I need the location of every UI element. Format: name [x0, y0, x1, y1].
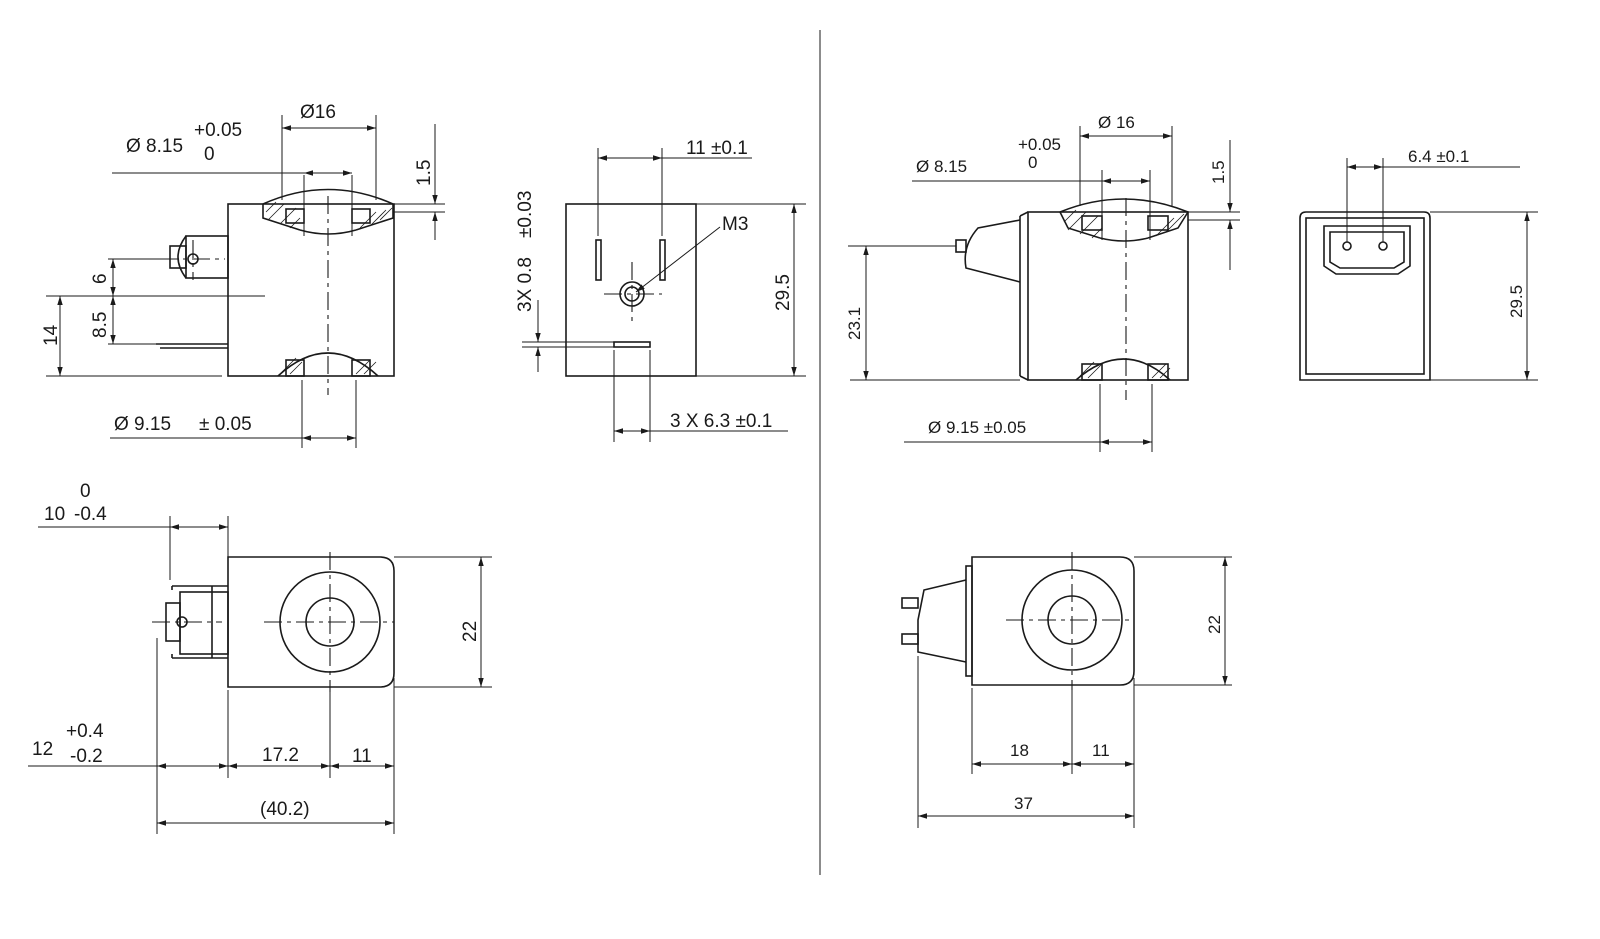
coil-body-top: [227, 556, 395, 688]
left-top-body-label: 17.2: [262, 745, 299, 766]
left-front-pin-thk-label: 3X 0.8: [515, 257, 536, 312]
left-front-pin-width-label: 3 X 6.3 ±0.1: [670, 411, 772, 432]
right-side-bore-tol-up: +0.05: [1018, 135, 1061, 154]
left-front-height-label: 29.5: [773, 274, 794, 311]
left-top-total-label: (40.2): [260, 799, 310, 820]
left-side-outer-tol: ± 0.05: [199, 414, 252, 435]
right-side-outer-label: Ø 9.15 ±0.05: [928, 418, 1026, 437]
left-top-width-label: 10: [44, 504, 65, 525]
right-top-body-label: 18: [1010, 741, 1029, 760]
left-top-width-up: 0: [80, 481, 91, 502]
left-side-top-gap-label: 1.5: [414, 160, 435, 186]
left-side-bore-label: Ø 8.15: [126, 136, 183, 157]
left-side-dim-14-label: 14: [41, 324, 62, 346]
right-side-phi16-label: Ø 16: [1098, 113, 1135, 132]
left-top-view: 10 0 -0.4 22 12 +0.4 -0.2 17.2 11 (40.2): [28, 481, 492, 834]
left-top-pin-len-up: +0.4: [66, 721, 104, 742]
coil-body-section: [227, 203, 395, 377]
left-front-view: 11 ±0.1 M3 29.5 3X 0.8 ±0.03 3 X 6.3 ±0.…: [515, 138, 806, 442]
left-side-view: Ø16 Ø 8.15 +0.05 0 1.5 6 8.5 14 Ø 9.15 ±…: [41, 102, 445, 448]
right-side-top-gap-label: 1.5: [1209, 160, 1228, 184]
right-top-tail-label: 11: [1092, 741, 1110, 760]
left-side-dim-6-label: 6: [90, 273, 111, 284]
left-side-bore-tol-up: +0.05: [194, 120, 242, 141]
left-side-outer-label: Ø 9.15: [114, 414, 171, 435]
left-side-bore-tol-low: 0: [204, 144, 215, 165]
right-top-height-label: 22: [1205, 615, 1224, 634]
connector-face: [565, 203, 697, 377]
right-side-view: Ø 16 Ø 8.15 +0.05 0 1.5 23.1 Ø 9.15 ±0.0…: [845, 113, 1240, 452]
left-top-pin-len-label: 12: [32, 739, 53, 760]
left-front-pin-pitch-label: 11 ±0.1: [686, 138, 748, 159]
left-top-pin-len-low: -0.2: [70, 746, 103, 767]
left-top-width-low: -0.4: [74, 504, 107, 525]
left-top-height-label: 22: [460, 621, 481, 642]
right-side-bore-tol-low: 0: [1028, 153, 1037, 172]
right-front-height-label: 29.5: [1507, 285, 1526, 318]
right-top-view: 22 18 11 37: [901, 552, 1232, 828]
left-top-tail-label: 11: [352, 746, 372, 767]
right-side-bore-label: Ø 8.15: [916, 157, 967, 176]
left-front-pin-thk-tol: ±0.03: [515, 191, 536, 238]
right-front-view: 6.4 ±0.1 29.5: [1299, 147, 1538, 381]
left-side-dim-85-label: 8.5: [90, 312, 111, 338]
right-front-pin-pitch-label: 6.4 ±0.1: [1408, 147, 1469, 166]
coil-body-section-right: [1027, 211, 1189, 381]
right-side-height-label: 23.1: [845, 307, 864, 340]
coil-body-top-right: [971, 556, 1135, 686]
left-front-thread-label: M3: [722, 214, 748, 235]
right-top-total-label: 37: [1014, 794, 1033, 813]
left-side-phi16-label: Ø16: [300, 102, 336, 123]
